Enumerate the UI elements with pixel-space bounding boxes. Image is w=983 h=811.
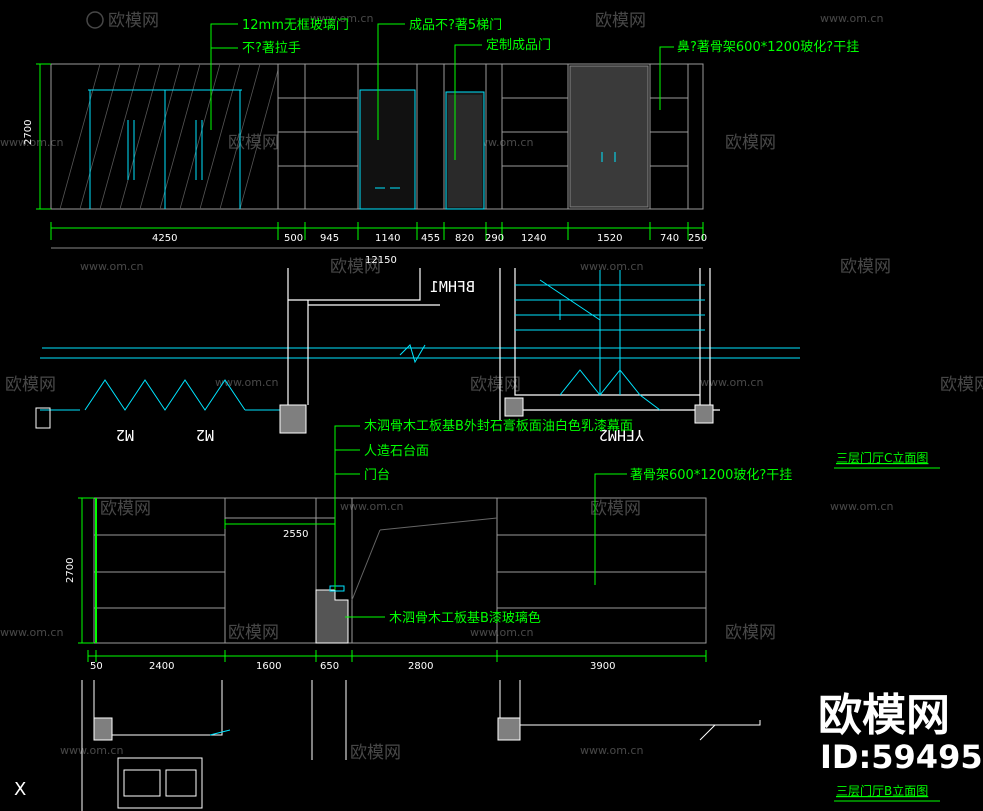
annotation-stone-cladding-b: 著骨架600*1200玻化?干挂 [630,468,792,483]
door-tag-label: M2 [196,426,214,444]
watermark-url: www.om.cn [700,376,763,389]
elevation-c: 2700 4250 500 945 1140 455 820 290 1240 … [23,18,859,249]
dim-label: 945 [320,233,339,244]
dim-label: 290 [485,233,504,244]
watermark-site: 欧模网 [5,375,56,395]
dim-label: 4250 [152,233,177,244]
elevation-b-height-label: 2700 [65,558,76,583]
brand-logo-text: 欧模网 [818,690,950,741]
break-symbol-icon [399,344,426,364]
stone-panel [569,65,649,208]
watermark-site: 欧模网 [725,623,776,643]
bottom-plan-blocks [93,717,521,741]
dim-label: 740 [660,233,679,244]
watermark-url: www.om.cn [580,744,643,757]
elevation-c-height-label: 2700 [23,120,34,145]
elevation-b-height-dimension [78,497,94,644]
elevation-b-leaders [334,425,627,618]
door-swings [40,369,661,411]
dim-label: 1520 [597,233,622,244]
floor-plan: 12150 BFHM1 M2 M2 YFHM2 [35,255,800,444]
watermark-site: 欧模网 [108,11,159,31]
plan-top-dimension: 12150 [365,255,397,266]
sofa-icon [117,757,203,809]
elevation-c-height-dimension [36,63,51,210]
watermark-site: 欧模网 [100,499,151,519]
watermark-layer: 欧模网 www.om.cn 欧模网 www.om.cn www.om.cn 欧模… [0,11,983,763]
dim-label: 455 [421,233,440,244]
watermark-site: 欧模网 [470,375,521,395]
elevation-b-title: 三层门厅B立面图 [836,783,928,798]
watermark-url: www.om.cn [340,500,403,513]
watermark-url: www.om.cn [470,626,533,639]
glass-door-panels [88,89,242,209]
annotation-stair-door: 成品不?著5梯门 [409,18,502,33]
annotation-artificial-stone: 人造石台面 [364,444,429,459]
watermark-site: 欧模网 [590,499,641,519]
ucs-axis-label: X [14,779,26,800]
watermark-url: www.om.cn [0,626,63,639]
dim-label: 1240 [521,233,546,244]
watermark-site: 欧模网 [350,743,401,763]
elevation-b-width-dimension [87,650,707,662]
watermark-url: www.om.cn [830,500,893,513]
annotation-stone-cladding: 鼻?著骨架600*1200玻化?干挂 [677,39,859,55]
stair-door [445,91,485,210]
elevation-b: 2700 2550 50 2400 1600 650 2800 3900 木泗 [65,418,792,672]
brand-logo: 欧模网 ID:594954 [818,690,983,776]
dim-label: 2800 [408,661,433,672]
wall-blocks [35,397,714,434]
watermark-url: www.om.cn [215,376,278,389]
watermark-url: www.om.cn [310,12,373,25]
watermark-url: www.om.cn [0,136,63,149]
annotation-counter: 门台 [364,468,390,483]
bottom-plan [81,680,761,811]
door-tag-label: M2 [116,426,134,444]
watermark-url: www.om.cn [60,744,123,757]
door-tag-label: YFHM2 [599,426,644,444]
dim-label: 1600 [256,661,281,672]
door-tag-label: BFHM1 [430,278,475,296]
watermark-url: www.om.cn [80,260,143,273]
inner-dimension [224,519,336,529]
watermark-site: 欧模网 [840,257,891,277]
elevation-c-divisions [277,64,689,209]
dim-label: 2400 [149,661,174,672]
elevation-c-title: 三层门厅C立面图 [836,450,928,465]
annotation-gypsum-wall: 木泗骨木工板基B外封石膏板面油白色乳漆幕面 [364,418,633,434]
brand-id-label: ID:594954 [820,738,983,776]
stair-lines [515,270,705,395]
dim-label: 250 [688,233,707,244]
annotation-glass-door: 12mm无框玻璃门 [242,18,349,33]
watermark-url: www.om.cn [820,12,883,25]
inner-dimension-label: 2550 [283,529,308,540]
watermark-site: 欧模网 [228,623,279,643]
watermark-site: 欧模网 [725,133,776,153]
elevation-c-leaders [210,23,674,160]
dim-label: 1140 [375,233,400,244]
annotation-handle: 不?著拉手 [242,41,301,56]
counter-icon [315,585,349,644]
watermark-site: 欧模网 [330,257,381,277]
dim-label: 650 [320,661,339,672]
annotation-glass-paint: 木泗骨木工板基B漆玻璃色 [389,610,541,626]
annotation-custom-door: 定制成品门 [486,38,551,53]
dim-label: 50 [90,661,103,672]
watermark-site: 欧模网 [595,11,646,31]
watermark-site: 欧模网 [940,375,983,395]
dim-label: 3900 [590,661,615,672]
dim-label: 820 [455,233,474,244]
watermark-url: www.om.cn [580,260,643,273]
finished-door [359,89,416,210]
elevation-c-width-dimension [50,222,704,249]
dim-label: 500 [284,233,303,244]
elevation-b-frame [93,497,707,644]
watermark-logo-icon [86,11,104,29]
plan-walls [287,268,720,420]
watermark-site: 欧模网 [228,133,279,153]
